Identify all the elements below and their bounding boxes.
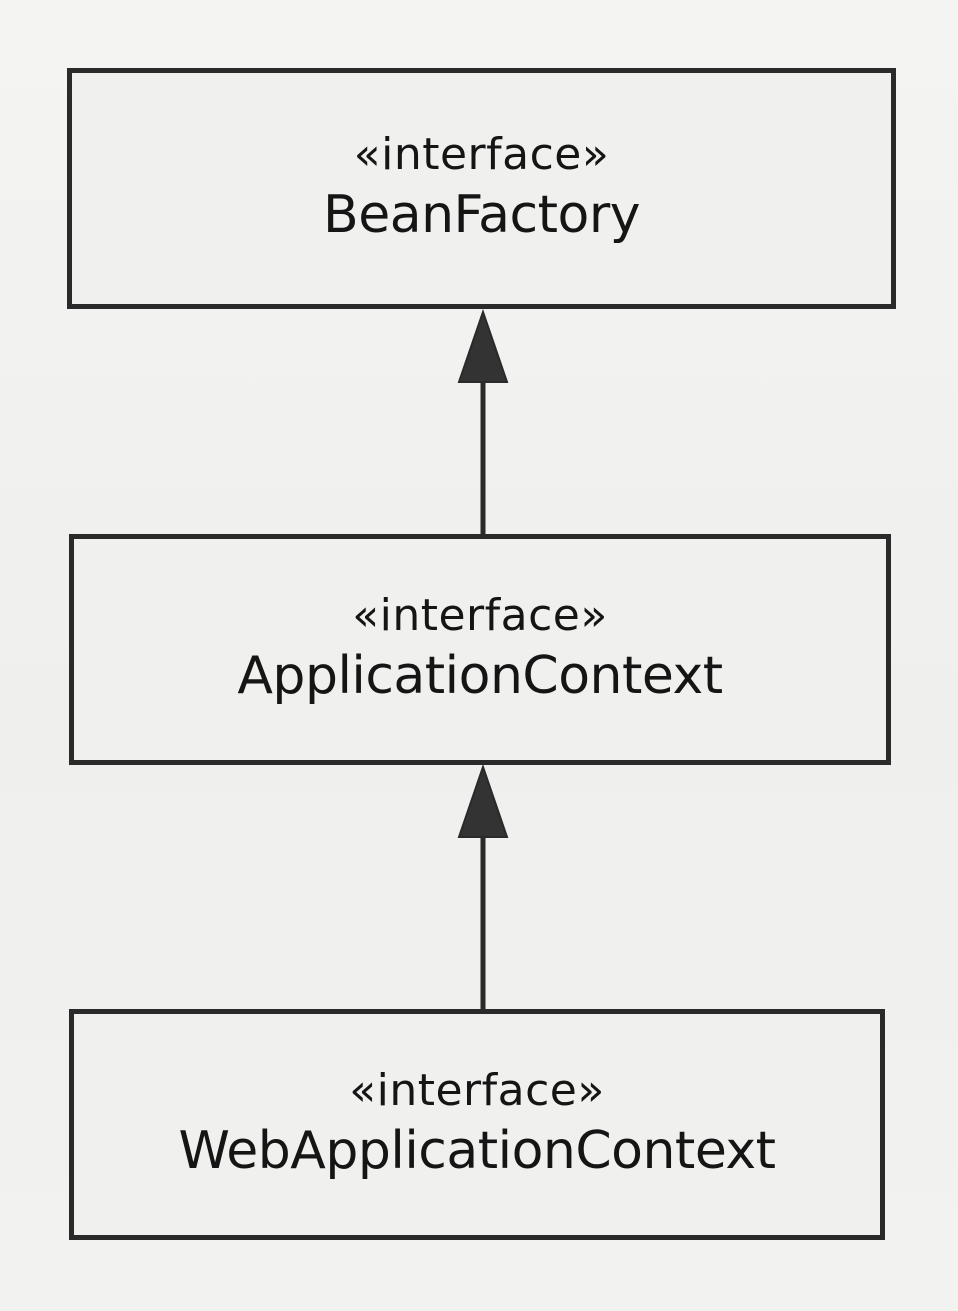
arrowhead-to-applicationcontext: [457, 763, 509, 838]
webapplicationcontext-node: «interface» WebApplicationContext: [69, 1009, 885, 1240]
applicationcontext-name: ApplicationContext: [237, 645, 723, 706]
applicationcontext-stereotype: «interface»: [352, 590, 608, 642]
applicationcontext-node: «interface» ApplicationContext: [69, 534, 891, 765]
webapplicationcontext-stereotype: «interface»: [349, 1065, 605, 1117]
beanfactory-node: «interface» BeanFactory: [67, 68, 896, 309]
beanfactory-stereotype: «interface»: [353, 129, 610, 181]
webapplicationcontext-name: WebApplicationContext: [178, 1120, 776, 1181]
beanfactory-name: BeanFactory: [323, 184, 640, 245]
arrowhead-to-beanfactory: [457, 308, 509, 383]
